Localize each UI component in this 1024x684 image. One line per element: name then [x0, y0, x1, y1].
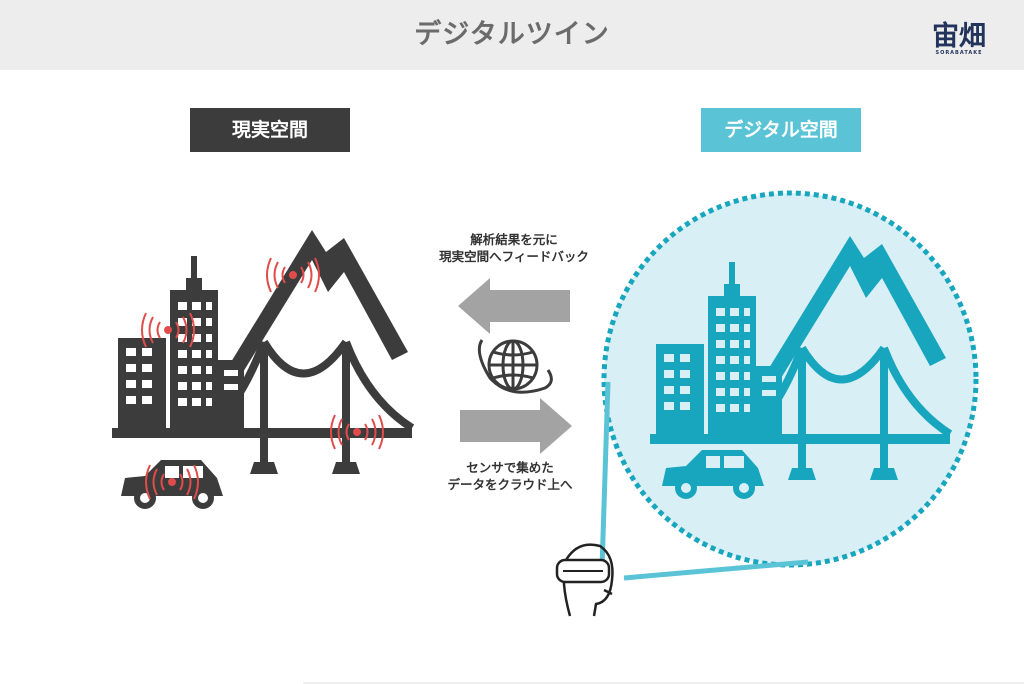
upload-caption-line1: センサで集めた: [466, 460, 554, 475]
arrow-right-icon: [460, 398, 572, 454]
feedback-caption: 解析結果を元に 現実空間へフィードバック: [414, 231, 614, 265]
brand-logo: 宙畑 SORABATAKE: [924, 14, 994, 62]
arrow-left-icon: [458, 278, 570, 334]
upload-caption-line2: データをクラウド上へ: [447, 477, 573, 492]
digital-car: [662, 450, 764, 499]
globe-icon: [477, 339, 553, 394]
vr-view-beam: [599, 381, 809, 581]
upload-caption: センサで集めた データをクラウド上へ: [410, 459, 610, 493]
logo-subtext: SORABATAKE: [935, 50, 983, 56]
feedback-caption-line2: 現実空間へフィードバック: [439, 249, 589, 264]
bottom-divider: [303, 682, 1024, 684]
logo-text: 宙畑: [932, 21, 986, 52]
vr-headset-user-icon: [555, 543, 614, 617]
sensor-signal-icon: [141, 257, 384, 500]
feedback-caption-line1: 解析結果を元に: [470, 232, 558, 247]
real-space-label: 現実空間: [190, 108, 350, 152]
header-bar: [0, 0, 1024, 70]
digital-space-label: デジタル空間: [701, 108, 861, 152]
page-title: デジタルツイン: [414, 19, 610, 50]
